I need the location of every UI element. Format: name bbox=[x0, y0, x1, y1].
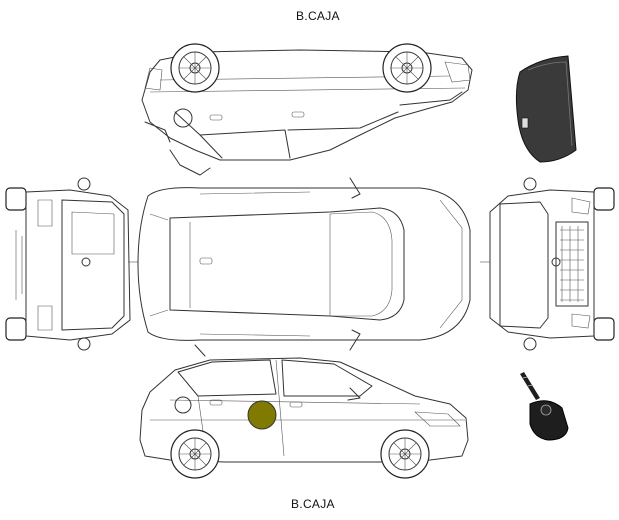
wheel-front-bottom bbox=[380, 429, 430, 479]
label-bottom: B.CAJA bbox=[291, 497, 335, 511]
car-side-view-inverted[interactable] bbox=[141, 43, 473, 176]
wheel-rear-bottom bbox=[170, 429, 220, 479]
car-rear-view[interactable] bbox=[5, 177, 138, 351]
car-side-view[interactable] bbox=[139, 344, 469, 479]
car-key-icon bbox=[520, 372, 569, 441]
trunk-cover-icon bbox=[515, 55, 577, 163]
car-top-view[interactable] bbox=[137, 177, 471, 351]
wheel-rear-top bbox=[170, 43, 220, 93]
damage-marker-icon[interactable] bbox=[247, 400, 277, 430]
wheel-front-top bbox=[382, 43, 432, 93]
car-front-view[interactable] bbox=[480, 177, 615, 351]
label-top: B.CAJA bbox=[296, 9, 340, 23]
